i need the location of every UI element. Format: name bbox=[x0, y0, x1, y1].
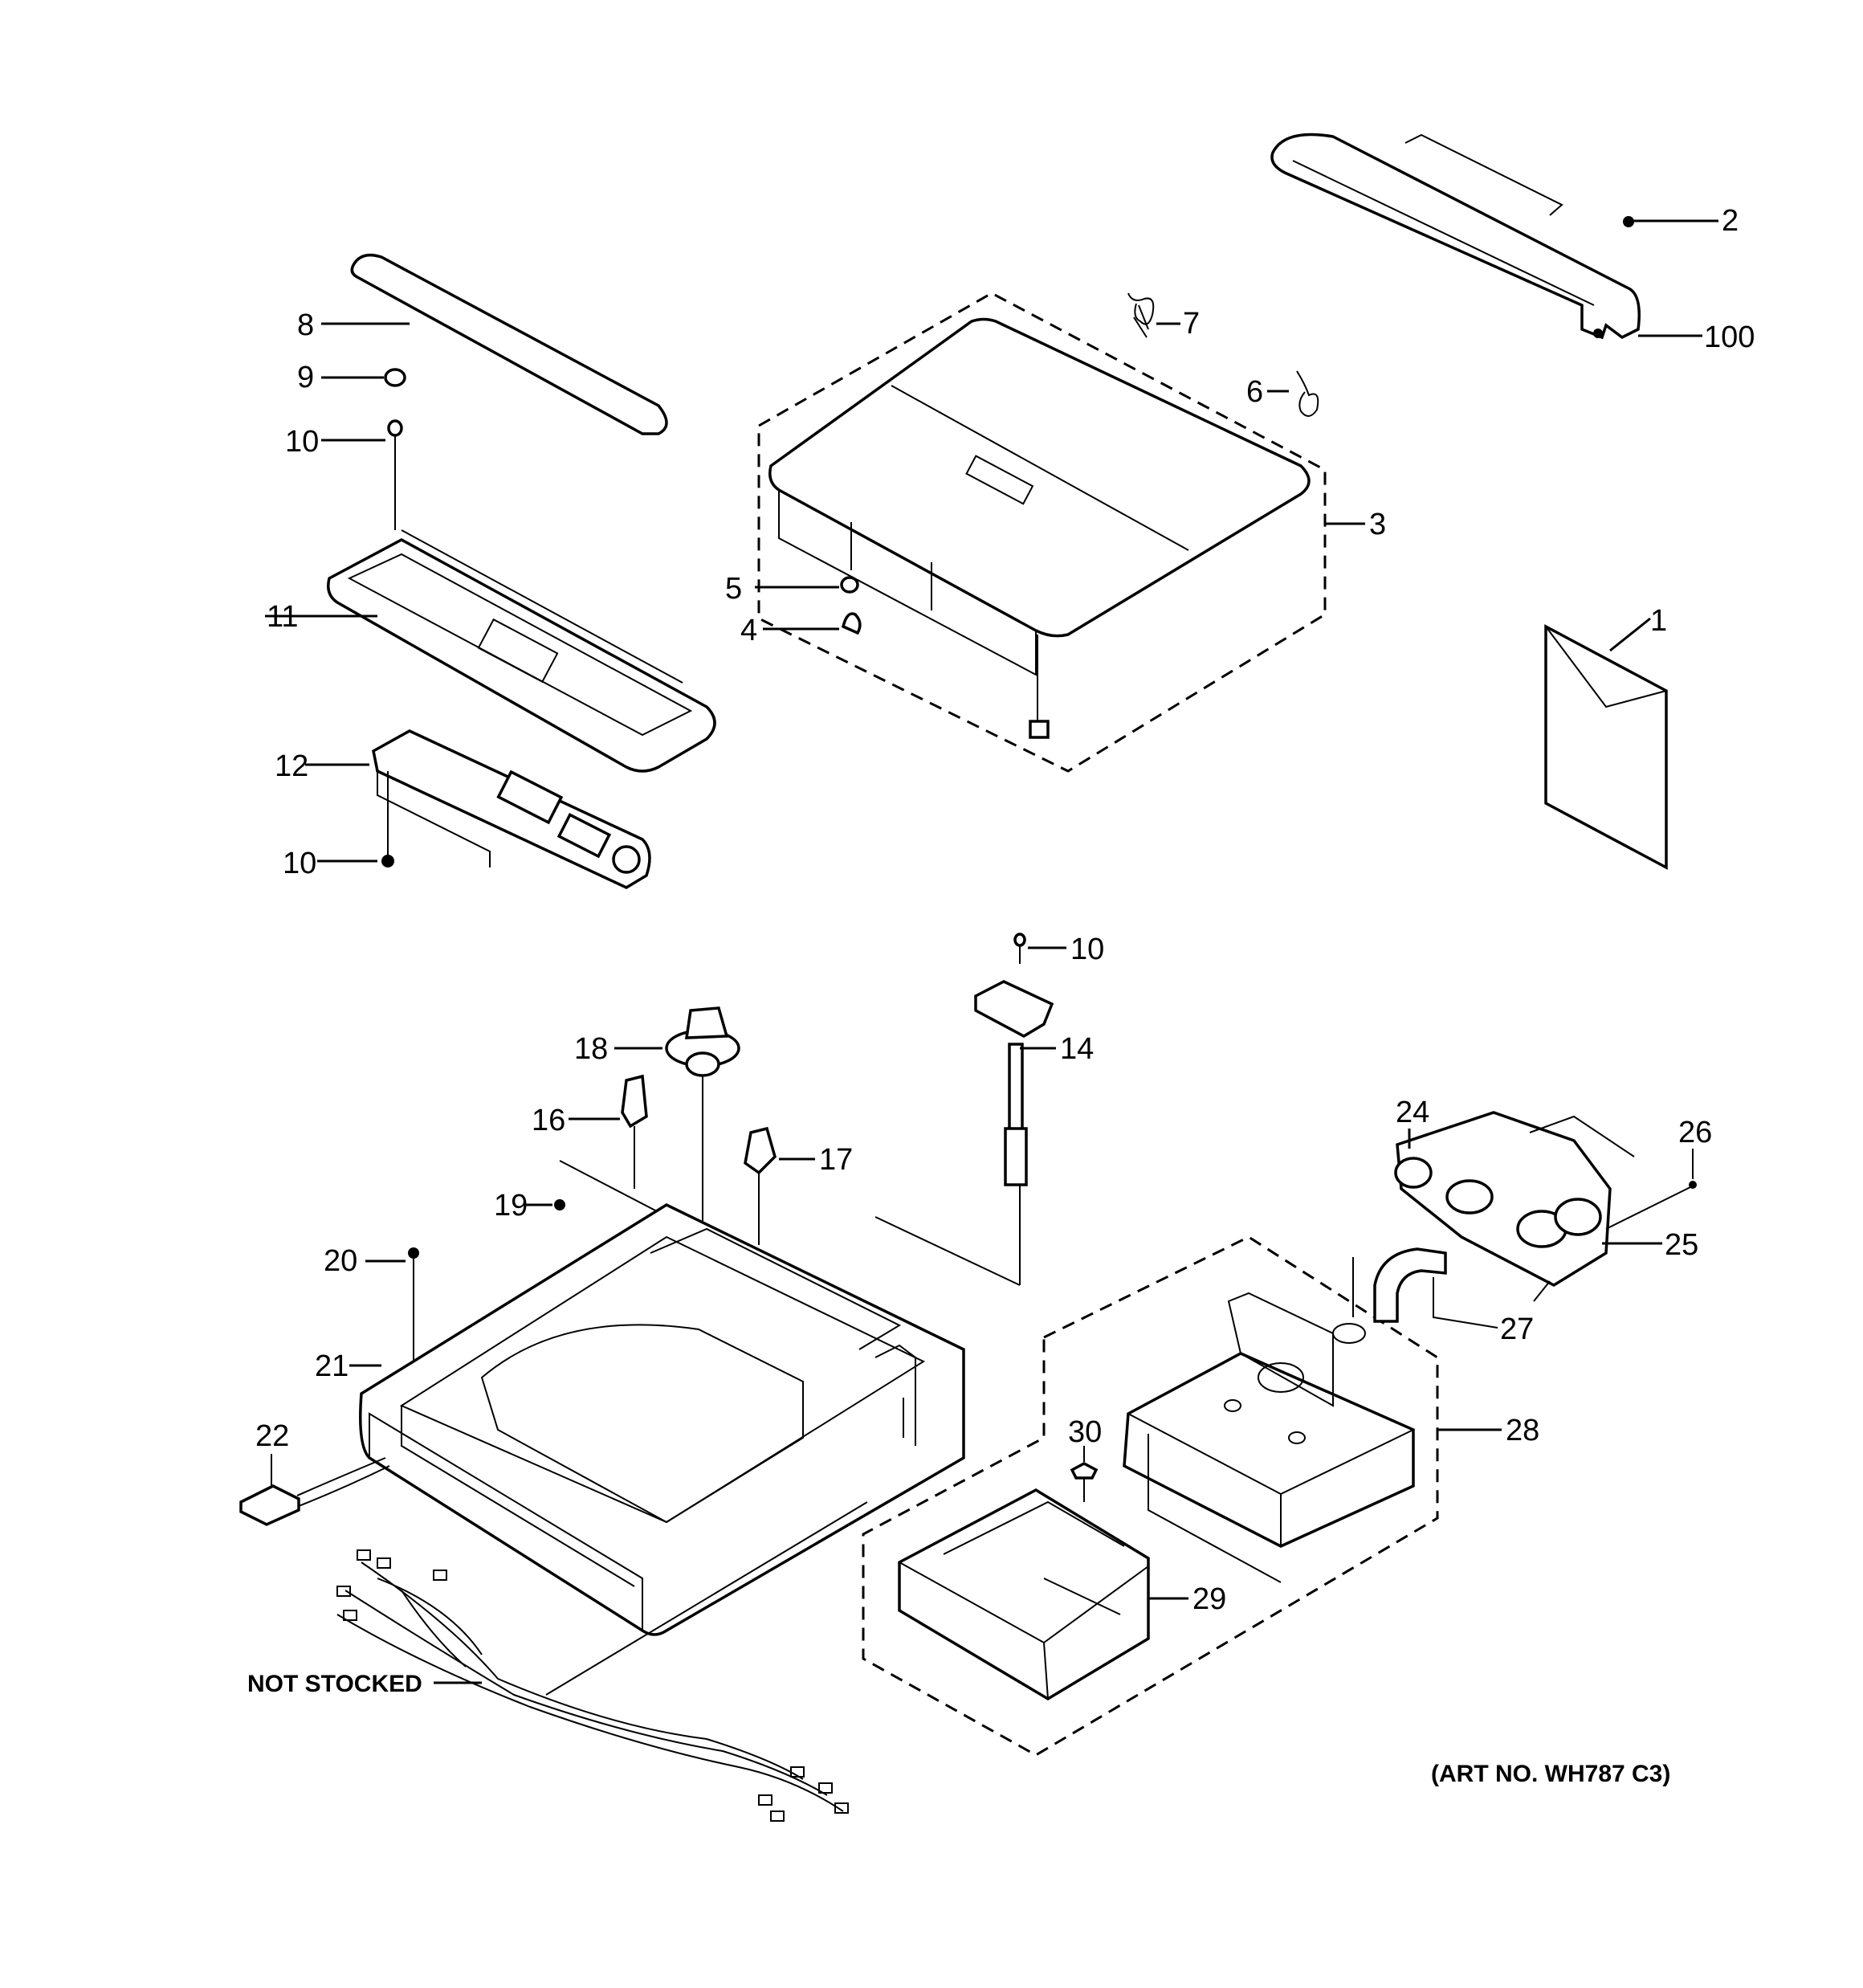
lid-bumper bbox=[1029, 720, 1050, 739]
part-26-screw bbox=[1689, 1181, 1697, 1189]
callout-1: 1 bbox=[1650, 604, 1667, 638]
part-100-rear-cap bbox=[1270, 133, 1641, 340]
callout-29: 29 bbox=[1192, 1582, 1226, 1616]
part-20-screw bbox=[408, 1247, 419, 1259]
callout-11: 11 bbox=[267, 600, 298, 634]
part-16-switch bbox=[621, 1074, 648, 1129]
callout-5: 5 bbox=[725, 572, 742, 606]
callout-27: 27 bbox=[1500, 1312, 1534, 1346]
callout-3: 3 bbox=[1369, 508, 1386, 541]
callout-labels: 2 100 8 9 10 7 6 3 11 5 4 1 12 10 10 18 … bbox=[255, 204, 1755, 1616]
callout-2: 2 bbox=[1722, 204, 1739, 238]
callout-17: 17 bbox=[819, 1143, 853, 1177]
part-10-screw bbox=[387, 419, 403, 437]
part-7-spring bbox=[1127, 292, 1155, 325]
callout-14: 14 bbox=[1060, 1032, 1094, 1066]
part-5-bushing bbox=[840, 576, 859, 594]
callout-28: 28 bbox=[1506, 1414, 1539, 1447]
part-19-screw bbox=[554, 1199, 565, 1210]
part-24-25-water-valve bbox=[1394, 1111, 1635, 1302]
callout-26: 26 bbox=[1678, 1116, 1712, 1149]
art-number-label: (ART NO. WH787 C3) bbox=[1431, 1761, 1670, 1787]
part-28-dispenser-housing bbox=[1123, 1292, 1415, 1583]
part-12-control-board bbox=[372, 729, 651, 889]
callout-18: 18 bbox=[574, 1032, 608, 1066]
callout-30: 30 bbox=[1068, 1415, 1102, 1449]
callout-16: 16 bbox=[532, 1104, 565, 1137]
callout-8: 8 bbox=[297, 308, 314, 342]
callout-10: 10 bbox=[285, 425, 319, 459]
callout-24: 24 bbox=[1396, 1096, 1429, 1129]
callout-10: 10 bbox=[283, 847, 316, 880]
callout-20: 20 bbox=[324, 1244, 357, 1278]
part-29-dispenser-drawer bbox=[898, 1488, 1150, 1701]
part-18-pressure-switch bbox=[665, 1006, 740, 1221]
callout-100: 100 bbox=[1704, 320, 1755, 354]
part-30-cap bbox=[1070, 1462, 1099, 1480]
part-27-hose bbox=[1352, 1247, 1447, 1323]
part-6-spring bbox=[1296, 370, 1319, 417]
callout-12: 12 bbox=[275, 749, 308, 783]
screw-icon bbox=[1623, 216, 1634, 227]
screw-icon bbox=[381, 855, 394, 867]
part-1-literature bbox=[1544, 624, 1668, 870]
part-3-lid bbox=[768, 317, 1311, 739]
part-9-plug bbox=[384, 368, 406, 387]
part-17-switch bbox=[744, 1126, 777, 1175]
part-14-lid-switch bbox=[974, 933, 1054, 1285]
part-11-control-panel bbox=[327, 529, 716, 773]
callout-4: 4 bbox=[740, 614, 757, 647]
part-4-hinge bbox=[841, 612, 862, 635]
part-21-top-cover bbox=[359, 1203, 965, 1636]
wire-harness bbox=[336, 1501, 868, 1822]
callout-6: 6 bbox=[1246, 375, 1263, 409]
not-stocked-label: NOT STOCKED bbox=[247, 1671, 422, 1697]
part-8-trim-strip bbox=[350, 253, 668, 435]
callout-9: 9 bbox=[297, 361, 314, 394]
callout-22: 22 bbox=[255, 1419, 289, 1453]
part-28-assembly-outline bbox=[862, 1235, 1439, 1757]
callout-19: 19 bbox=[494, 1189, 528, 1223]
callout-25: 25 bbox=[1665, 1228, 1698, 1262]
callout-21: 21 bbox=[315, 1349, 349, 1383]
part-22-plug bbox=[239, 1457, 390, 1526]
callout-10: 10 bbox=[1070, 933, 1104, 966]
callout-7: 7 bbox=[1183, 307, 1200, 341]
